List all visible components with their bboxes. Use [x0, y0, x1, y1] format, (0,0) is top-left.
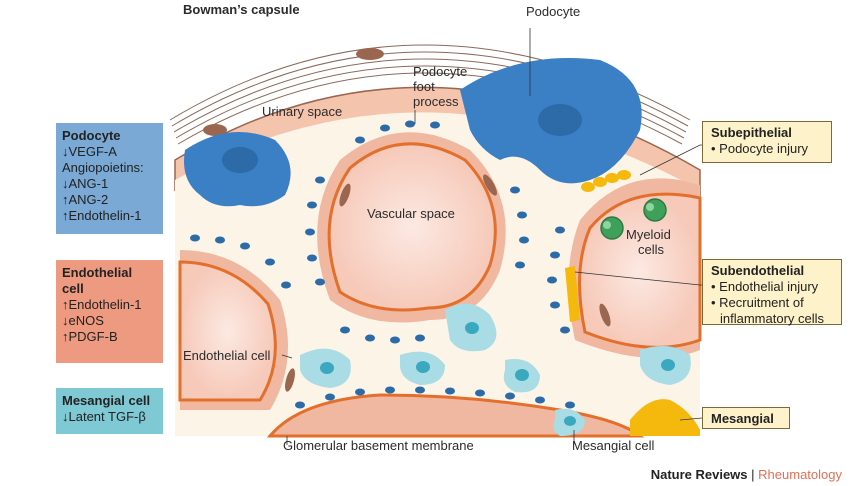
panel-endothelial-line: ↑Endothelin-1: [62, 297, 142, 312]
immune-deposits: [565, 170, 700, 436]
publisher: Nature Reviews: [650, 467, 748, 482]
callout-mesangial: Mesangial: [702, 407, 790, 429]
panel-podocyte-line: ↑Endothelin-1: [62, 208, 142, 223]
podocytes: [184, 58, 642, 207]
panel-mesangial-line: ↓Latent TGF-β: [62, 409, 146, 424]
panel-podocyte: Podocyte ↓VEGF-A Angiopoietins: ↓ANG-1 ↑…: [56, 123, 163, 234]
callout-mesangial-title: Mesangial: [711, 411, 774, 426]
title-bowmans-capsule: Bowman’s capsule: [183, 2, 300, 17]
panel-endothelial: Endothelial cell ↑Endothelin-1 ↓eNOS ↑PD…: [56, 260, 163, 363]
mesangial-cells: [300, 303, 691, 436]
leader-lines: [281, 28, 703, 445]
callout-subepithelial-title: Subepithelial: [711, 125, 792, 140]
panel-podocyte-line: ↓ANG-1: [62, 176, 109, 191]
panel-podocyte-title: Podocyte: [62, 128, 121, 143]
callout-subepithelial: Subepithelial • Podocyte injury: [702, 121, 832, 163]
label-mesangial-cell: Mesangial cell: [572, 438, 655, 453]
label-urinary-space: Urinary space: [262, 104, 343, 119]
journal-name: Rheumatology: [758, 467, 842, 482]
label-gbm: Glomerular basement membrane: [283, 438, 474, 453]
endothelial-nuclei: [285, 174, 611, 392]
separator: |: [751, 467, 755, 482]
label-endothelial-cell: Endothelial cell: [183, 348, 271, 363]
panel-endothelial-title: cell: [62, 281, 84, 296]
callout-subendothelial: Subendothelial • Endothelial injury • Re…: [702, 259, 842, 326]
label-podocyte: Podocyte: [526, 4, 581, 19]
panel-mesangial-title: Mesangial cell: [62, 393, 151, 408]
panel-podocyte-line: ↑ANG-2: [62, 192, 109, 207]
panel-podocyte-line: ↓VEGF-A: [62, 144, 117, 159]
panel-podocyte-line: Angiopoietins:: [62, 160, 144, 175]
callout-item: • Endothelial injury: [711, 279, 819, 294]
callout-subendothelial-title: Subendothelial: [711, 263, 805, 278]
myeloid-cells: [600, 198, 667, 240]
label-vascular-space: Vascular space: [367, 206, 455, 221]
capillary-loops: [178, 132, 702, 438]
panel-endothelial-line: ↑PDGF-B: [62, 329, 118, 344]
journal-credit: Nature Reviews | Rheumatology: [651, 467, 842, 482]
callout-item: • Recruitment of: [711, 295, 804, 310]
callout-item: inflammatory cells: [720, 311, 825, 326]
panel-endothelial-title: Endothelial: [62, 265, 133, 280]
panel-endothelial-line: ↓eNOS: [62, 313, 104, 328]
foot-processes: [190, 120, 575, 409]
callout-item: • Podocyte injury: [711, 141, 809, 156]
panel-mesangial: Mesangial cell ↓Latent TGF-β: [56, 388, 163, 434]
